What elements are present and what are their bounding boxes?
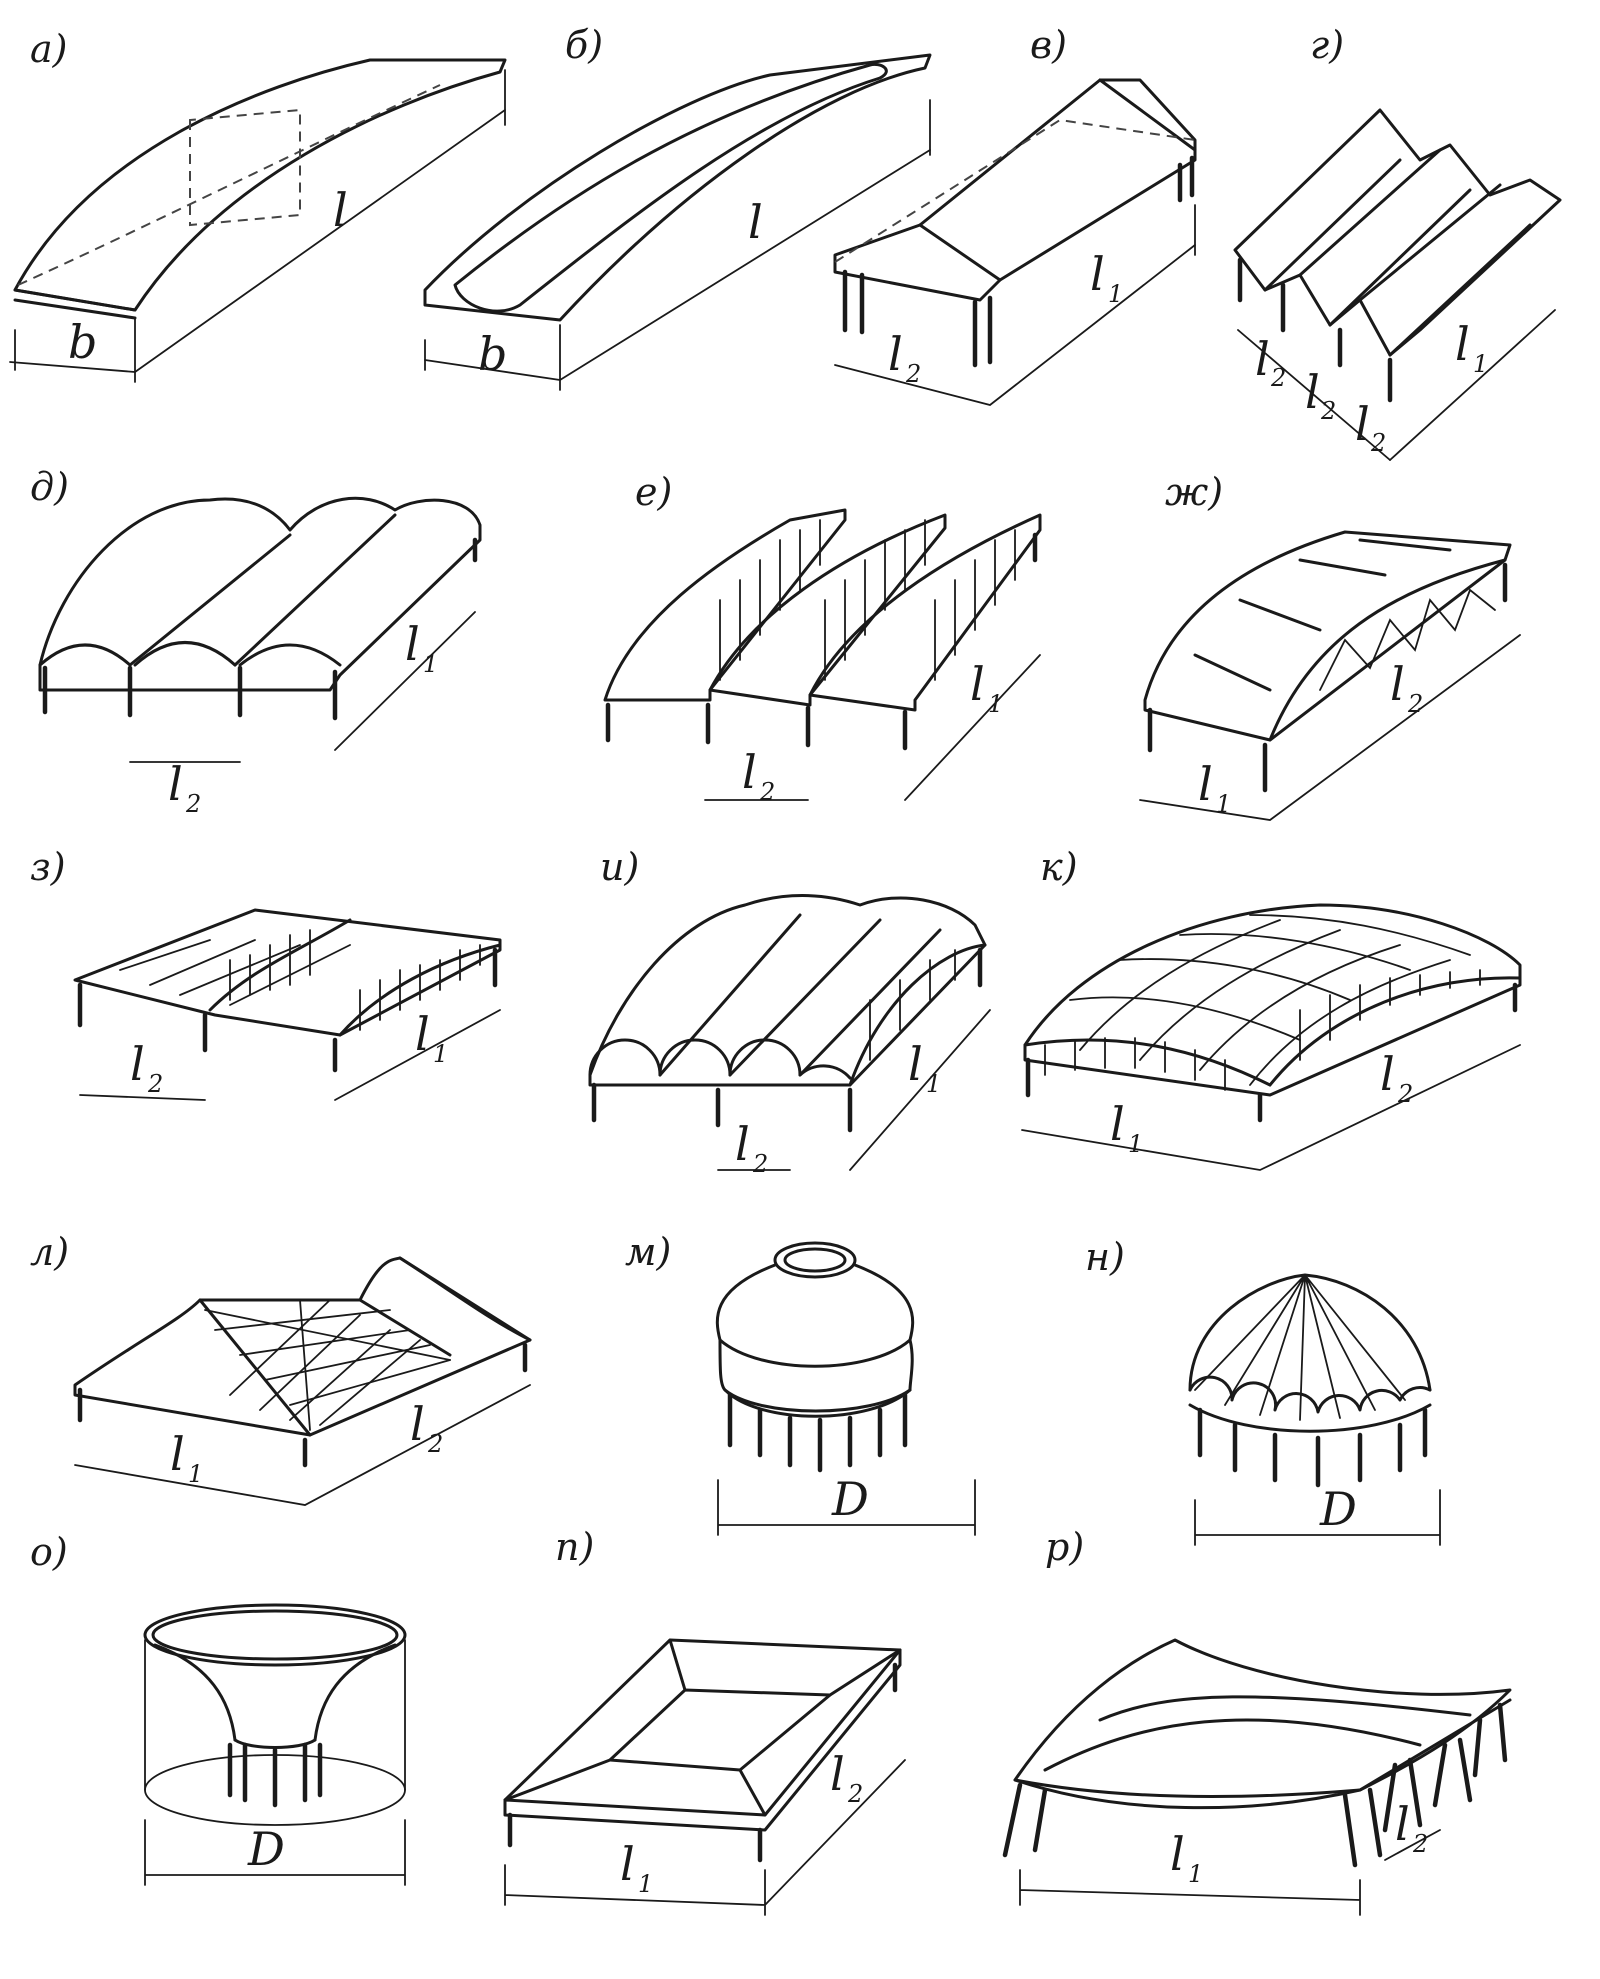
dim-l-g-2: l (1305, 365, 1320, 419)
svg-text:2: 2 (1370, 429, 1386, 457)
svg-text:1: 1 (1128, 1130, 1143, 1158)
svg-text:1: 1 (188, 1460, 203, 1488)
label-m: м) (625, 1230, 671, 1274)
label-zh: ж) (1165, 470, 1223, 514)
dim-l-d-l2: l (168, 757, 183, 811)
figure-n-ribbed-dome: н) D (1085, 1235, 1441, 1546)
figure-a-cylindrical-shell: а) b l (9, 27, 507, 383)
figure-l-hipped-grid-roof: л) l 1 l 2 (30, 1230, 532, 1506)
svg-text:2: 2 (1270, 364, 1286, 392)
label-k: к) (1040, 845, 1078, 889)
svg-text:2: 2 (427, 1430, 443, 1458)
figure-o-funnel-shell: о) D (30, 1530, 407, 1886)
label-a: а) (30, 27, 67, 71)
dim-D-n: D (1319, 1482, 1357, 1536)
label-b: б) (565, 23, 603, 67)
figure-b-shell-with-opening: б) b l (423, 23, 932, 391)
label-v: в) (1030, 23, 1067, 67)
dim-l-l-l2: l (410, 1397, 425, 1451)
dim-l-i-l1: l (908, 1037, 923, 1091)
svg-text:1: 1 (1216, 790, 1231, 818)
label-l: л) (30, 1230, 69, 1274)
svg-text:2: 2 (1412, 1830, 1428, 1858)
svg-text:2: 2 (752, 1150, 768, 1178)
dim-l-p-l1: l (620, 1837, 635, 1891)
svg-text:1: 1 (1473, 350, 1488, 378)
svg-text:1: 1 (1188, 1860, 1203, 1888)
dim-b-b: b (478, 327, 507, 381)
dim-l-e-l1: l (970, 657, 985, 711)
dim-l-zh-l1: l (1198, 757, 1213, 811)
figure-d-multi-barrel-vaults: д) l 2 l 1 (30, 465, 482, 818)
svg-text:2: 2 (759, 778, 775, 806)
label-g: г) (1310, 23, 1344, 67)
svg-text:1: 1 (638, 1870, 653, 1898)
dim-l-z-l1: l (415, 1007, 430, 1061)
svg-text:1: 1 (988, 690, 1003, 718)
figure-zh-shell-on-trusses: ж) l 1 l 2 (1139, 470, 1521, 821)
label-e: е) (635, 470, 672, 514)
figure-v-gable-shell: в) l 2 l 1 (833, 23, 1197, 406)
svg-text:2: 2 (1407, 690, 1423, 718)
svg-text:2: 2 (905, 360, 921, 388)
dim-l-v-l1: l (1090, 247, 1105, 301)
figure-z-hypar-shells: з) l 2 l 1 (30, 845, 502, 1101)
figure-k-ribbed-grid-vault: к) l 1 l 2 (1021, 845, 1522, 1171)
dim-D-o: D (247, 1822, 285, 1876)
svg-text:2: 2 (185, 790, 201, 818)
dim-D-m: D (831, 1472, 869, 1526)
dim-l-g-4: l (1455, 317, 1470, 371)
svg-text:2: 2 (847, 1780, 863, 1808)
dim-l-g-3: l (1355, 397, 1370, 451)
figure-m-dome-with-oculus: м) D (625, 1230, 976, 1536)
svg-text:2: 2 (1320, 397, 1336, 425)
figure-e-sawtooth-shells: е) l 2 l 1 (603, 470, 1042, 806)
label-p: п) (555, 1525, 594, 1569)
dim-l-e-l2: l (742, 745, 757, 799)
label-i: и) (600, 845, 639, 889)
dim-l-b: l (748, 195, 763, 249)
svg-text:1: 1 (423, 650, 438, 678)
figure-p-square-shell: п) l 1 l 2 (503, 1525, 906, 1916)
dim-l-d-l1: l (405, 617, 420, 671)
label-d: д) (30, 465, 69, 509)
dim-b-a: b (68, 315, 97, 369)
svg-text:2: 2 (147, 1070, 163, 1098)
dim-l-k-l1: l (1110, 1097, 1125, 1151)
figure-g-folded-plates: г) l 2 l 2 l 2 l 1 (1233, 23, 1562, 461)
dim-l-r-l1: l (1170, 1827, 1185, 1881)
figure-r-hanging-shell: р) l 1 l 2 (1002, 1525, 1512, 1916)
dim-l-r-l2: l (1395, 1797, 1410, 1851)
svg-text:2: 2 (1397, 1080, 1413, 1108)
dim-l-k-l2: l (1380, 1047, 1395, 1101)
label-r: р) (1045, 1525, 1084, 1569)
dim-l-z-l2: l (130, 1037, 145, 1091)
svg-text:1: 1 (433, 1040, 448, 1068)
figure-i-barrel-shells-arches: и) l 2 l 1 (588, 845, 991, 1178)
dim-l-i-l2: l (735, 1117, 750, 1171)
dim-l-l-l1: l (170, 1427, 185, 1481)
dim-l-zh-l2: l (1390, 657, 1405, 711)
label-o: о) (30, 1530, 68, 1574)
dim-l-v-l2: l (888, 327, 903, 381)
dim-l-a: l (333, 183, 348, 237)
dim-l-p-l2: l (830, 1747, 845, 1801)
label-n: н) (1085, 1235, 1125, 1279)
dim-l-g-1: l (1255, 332, 1270, 386)
svg-text:1: 1 (1108, 280, 1123, 308)
svg-text:1: 1 (926, 1070, 941, 1098)
label-z: з) (30, 845, 66, 889)
